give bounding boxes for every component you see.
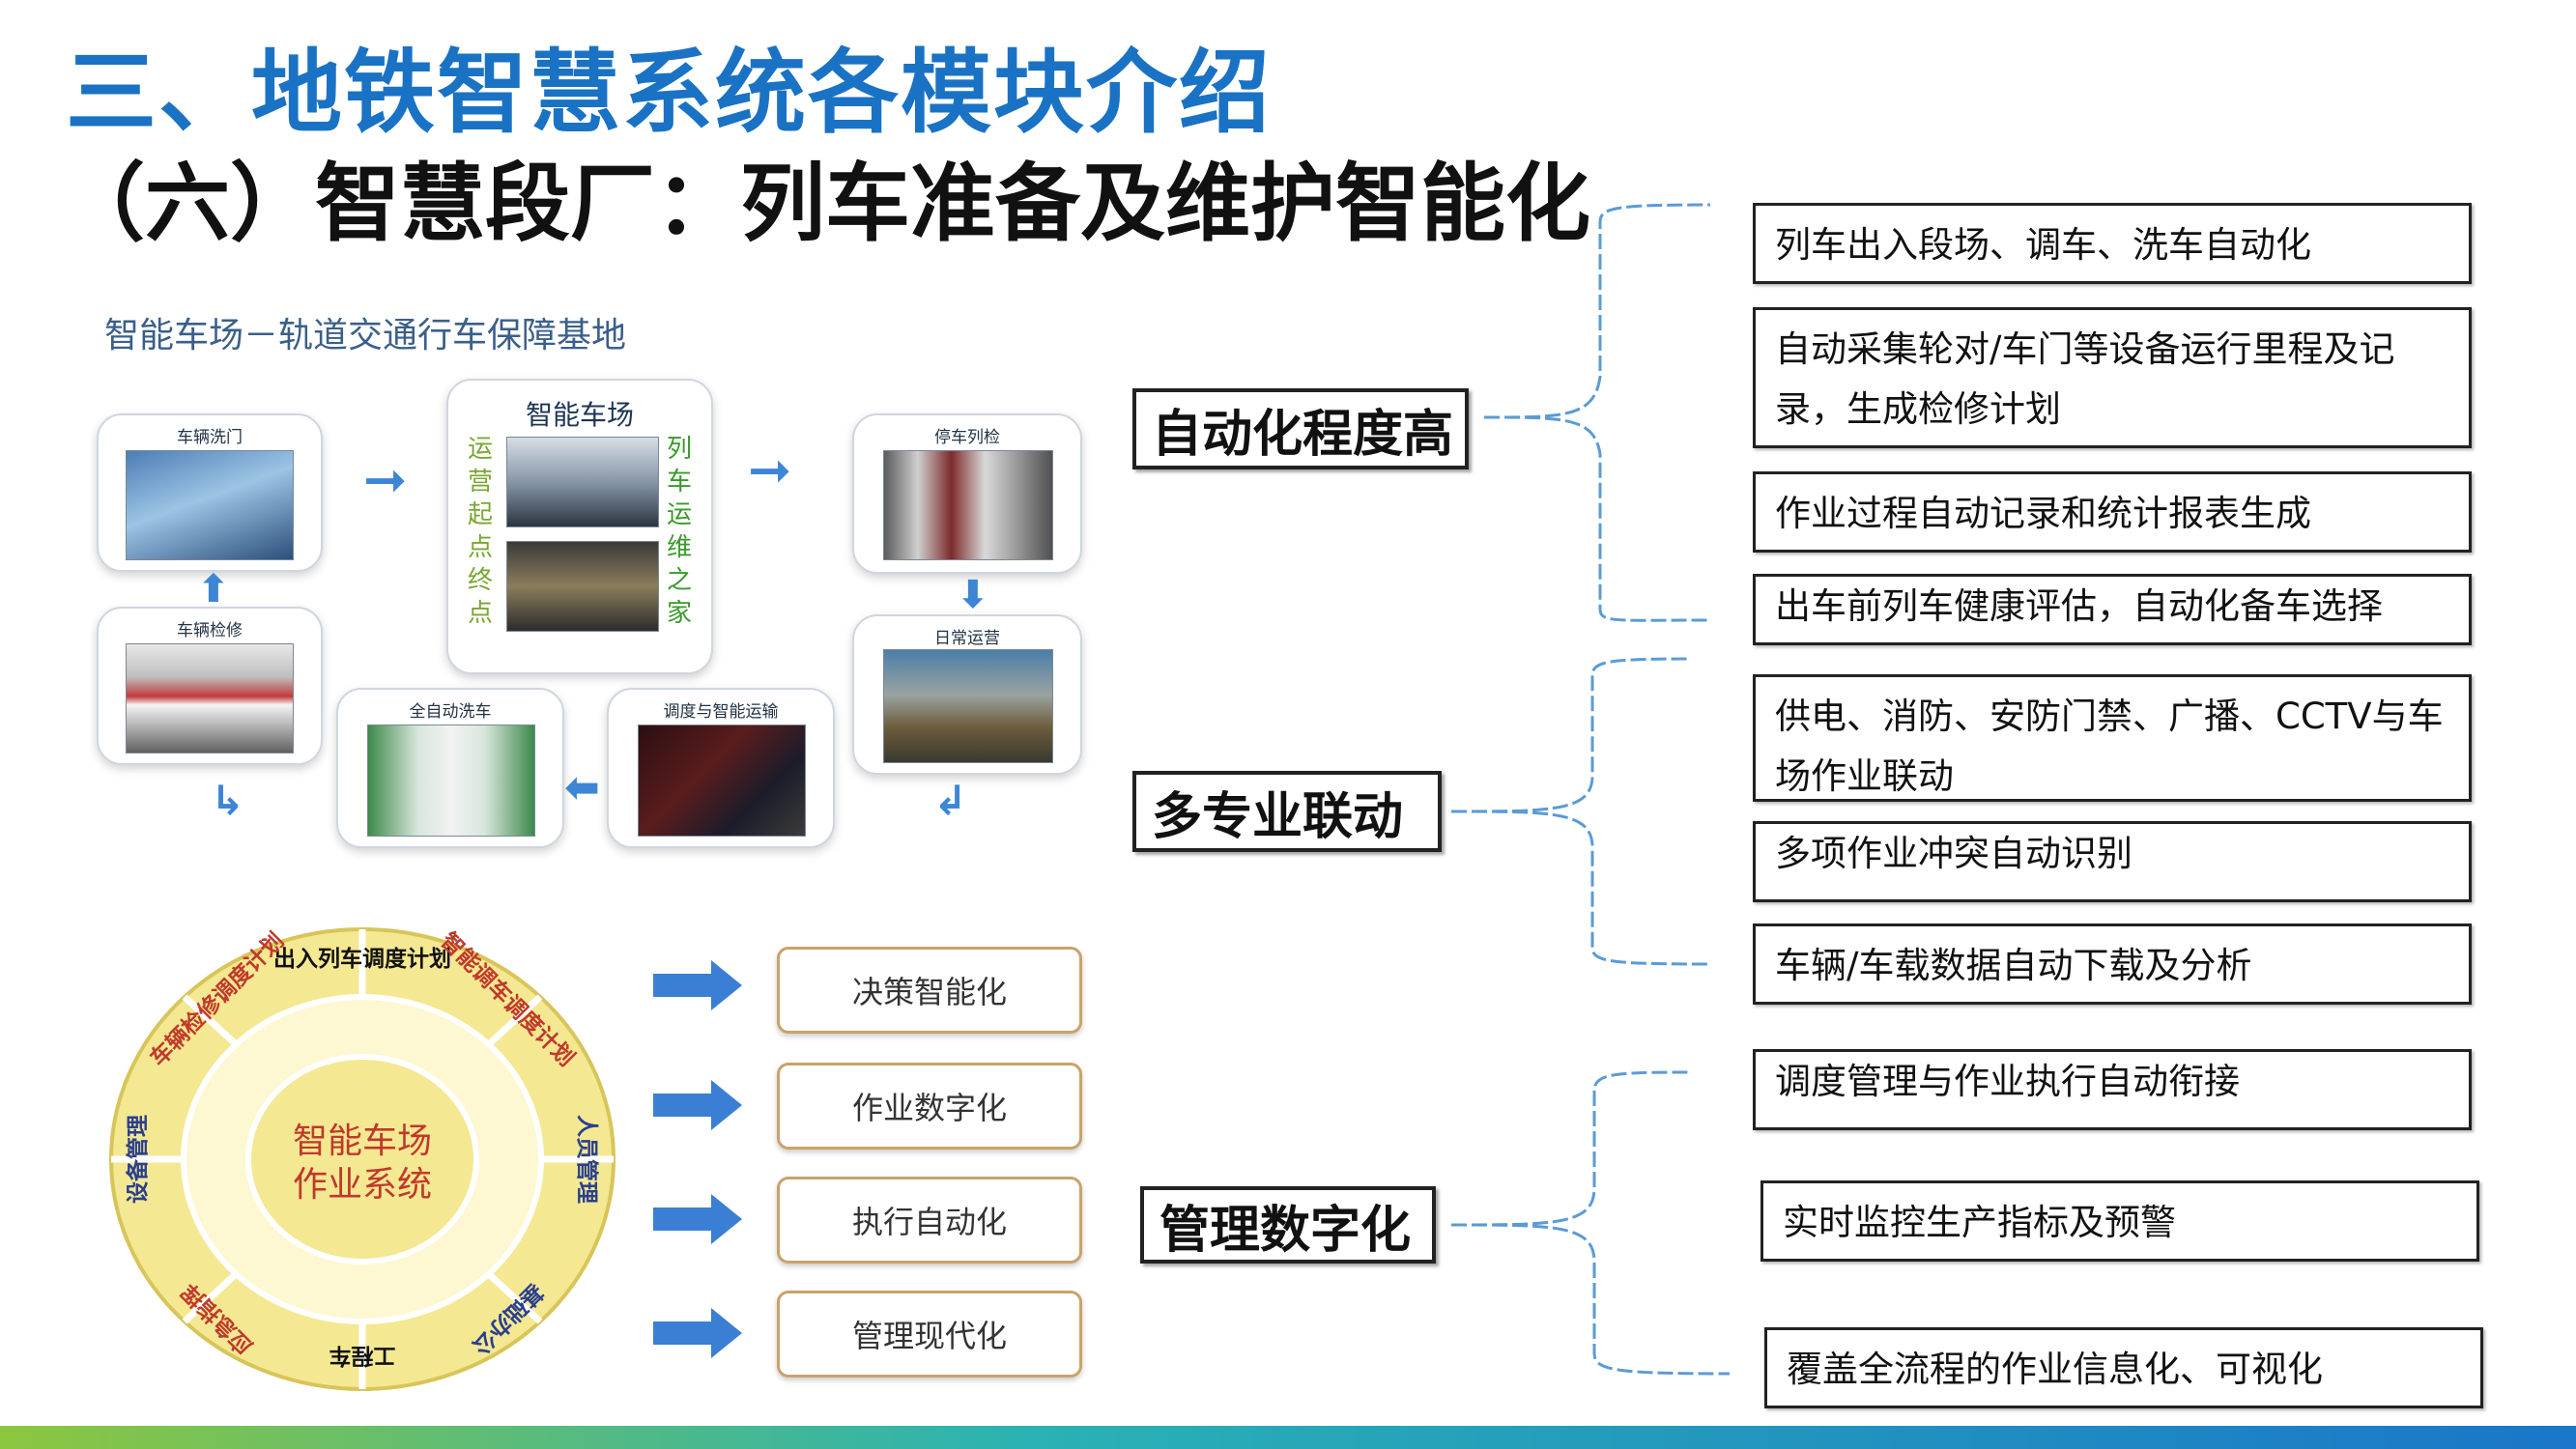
feature-item-box: 出车前列车健康评估，自动化备车选择 — [1753, 574, 2472, 645]
arrow-right-icon: ➞ — [748, 440, 792, 500]
wheel-segment-label: 工程车 — [329, 1344, 396, 1369]
flow-card-label: 全自动洗车 — [409, 702, 492, 722]
flow-card-daily-operation: 日常运营 — [852, 614, 1082, 775]
feature-item-box: 实时监控生产指标及预警 — [1760, 1180, 2479, 1262]
feature-item-box: 调度管理与作业执行自动衔接 — [1753, 1049, 2472, 1130]
control-room-photo — [506, 437, 659, 527]
page-subtitle: （六）智慧段厂：列车准备及维护智能化 — [60, 154, 1591, 253]
operations-wheel: 智能车场 作业系统 出入列车调度计划 智能调车调度计划 人员管理 基础办公 工程… — [109, 927, 615, 1391]
center-card-title: 智能车场 — [525, 399, 634, 431]
wheel-center-line1: 智能车场 — [293, 1121, 432, 1160]
wheel-segment-label: 设备管理 — [125, 1115, 150, 1204]
feature-item-box: 覆盖全流程的作业信息化、可视化 — [1764, 1327, 2483, 1408]
flow-card-parking-inspection: 停车列检 — [852, 413, 1082, 574]
wheel-segment-label: 人员管理 — [575, 1115, 600, 1204]
feature-item-box: 自动采集轮对/车门等设备运行里程及记录，生成检修计划 — [1753, 307, 2472, 448]
arrow-right-icon — [653, 1308, 742, 1358]
arrow-up-icon: ⬆ — [197, 567, 230, 611]
wheel-center-line2: 作业系统 — [293, 1164, 432, 1204]
feature-item-box: 供电、消防、安防门禁、广播、CCTV与车场作业联动 — [1753, 674, 2472, 802]
footer-gradient-bar — [0, 1426, 2576, 1449]
feature-item-box: 列车出入段场、调车、洗车自动化 — [1753, 203, 2472, 284]
arrow-right-icon — [653, 1194, 742, 1244]
left-vertical-label: 运营起点终点 — [467, 435, 493, 628]
flow-card-maintenance: 车辆检修 — [97, 607, 323, 765]
flow-caption: 智能车场－轨道交通行车保障基地 — [104, 316, 627, 355]
depot-photo — [883, 649, 1053, 763]
flow-card-label: 车辆洗门 — [177, 428, 243, 447]
flow-card-label: 调度与智能运输 — [663, 702, 779, 722]
arrow-right-icon — [653, 960, 742, 1010]
flow-card-center: 智能车场 运营起点终点 列车运维之家 — [446, 379, 713, 674]
flow-card-auto-wash: 全自动洗车 — [336, 688, 564, 848]
depot-photo — [638, 724, 806, 837]
depot-photo — [126, 643, 294, 753]
arrow-right-icon: ➞ — [363, 449, 408, 510]
outcome-box: 管理现代化 — [777, 1291, 1082, 1378]
return-arrow-icon: ↲ — [933, 777, 968, 824]
outcome-box: 决策智能化 — [777, 947, 1082, 1034]
depot-photo — [367, 724, 535, 837]
flow-card-label: 日常运营 — [934, 629, 1000, 648]
depot-hall-photo — [506, 541, 659, 632]
return-arrow-icon: ↳ — [211, 777, 245, 824]
category-connectors — [1450, 203, 1731, 1376]
page-title: 三、地铁智慧系统各模块介绍 — [66, 41, 1273, 146]
flow-card-dispatch: 调度与智能运输 — [607, 688, 835, 848]
outcome-box: 执行自动化 — [777, 1177, 1082, 1264]
arrow-right-icon — [653, 1080, 742, 1130]
depot-photo — [126, 450, 294, 560]
category-box: 自动化程度高 — [1132, 388, 1469, 469]
arrow-left-icon: ⬅ — [564, 763, 600, 812]
flow-card-label: 停车列检 — [934, 428, 1000, 447]
category-box: 多专业联动 — [1132, 771, 1442, 852]
feature-item-box: 车辆/车载数据自动下载及分析 — [1753, 923, 2472, 1005]
flow-card-car-wash-gate: 车辆洗门 — [97, 413, 323, 572]
depot-photo — [883, 450, 1053, 560]
right-vertical-label: 列车运维之家 — [666, 435, 692, 628]
arrow-down-icon: ⬇ — [957, 573, 989, 617]
outcome-box: 作业数字化 — [777, 1063, 1082, 1150]
flow-card-label: 车辆检修 — [177, 621, 243, 640]
feature-item-box: 作业过程自动记录和统计报表生成 — [1753, 471, 2472, 553]
feature-item-box: 多项作业冲突自动识别 — [1753, 821, 2472, 902]
category-box: 管理数字化 — [1140, 1186, 1436, 1264]
wheel-segment-label: 出入列车调度计划 — [273, 946, 451, 971]
